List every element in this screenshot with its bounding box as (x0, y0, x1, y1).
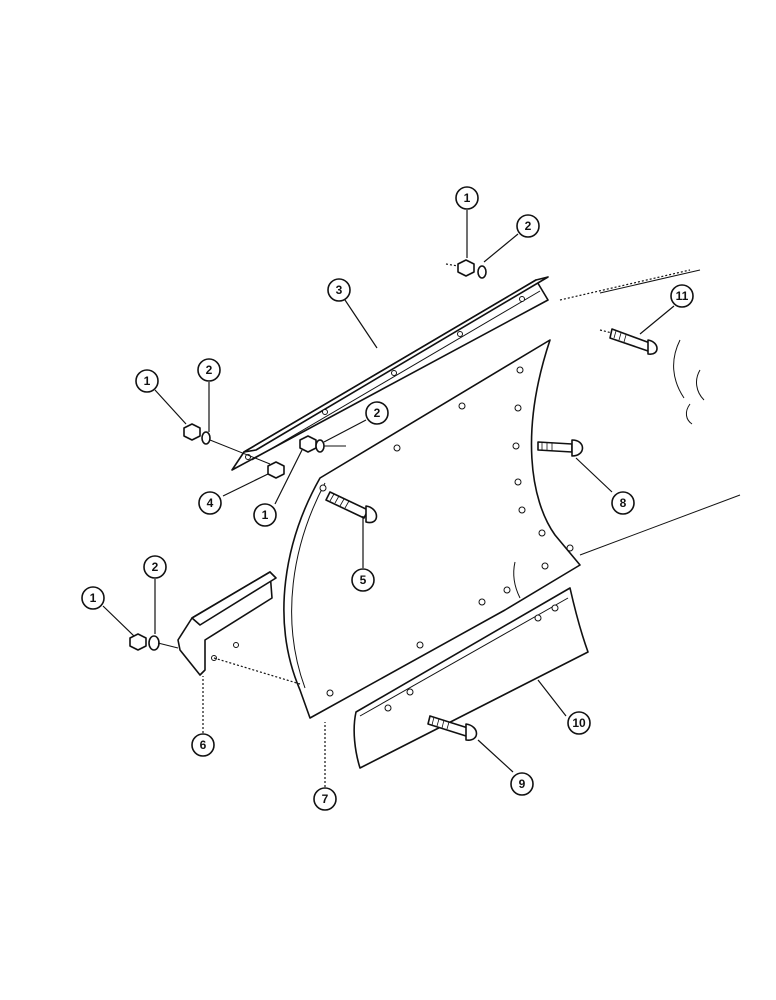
callout-1-lower: 1 (81, 586, 105, 610)
callout-2-left: 2 (197, 358, 221, 382)
nut-washer-mid (299, 435, 346, 453)
callout-8: 8 (611, 491, 635, 515)
bolt-11 (599, 328, 658, 355)
nut-washer-lower (129, 633, 179, 651)
moldboard-body (559, 269, 741, 556)
callout-label: 1 (464, 191, 471, 205)
callout-label: 2 (374, 406, 381, 420)
callout-label: 5 (360, 573, 367, 587)
callout-label: 2 (525, 219, 532, 233)
callout-label: 11 (676, 289, 689, 303)
callout-label: 2 (152, 560, 159, 574)
callout-label: 10 (572, 716, 586, 730)
callout-label: 1 (262, 508, 269, 522)
callout-1-mid: 1 (253, 503, 277, 527)
callout-label: 3 (336, 283, 343, 297)
callout-label: 1 (144, 374, 151, 388)
callout-label: 1 (90, 591, 97, 605)
bolt-5 (325, 491, 378, 524)
callout-3: 3 (327, 278, 351, 302)
callout-label: 6 (200, 738, 207, 752)
nut-washer-top (445, 259, 487, 279)
callout-label: 2 (206, 363, 213, 377)
callout-label: 4 (207, 496, 214, 510)
callout-7: 7 (313, 787, 337, 811)
callout-10: 10 (567, 711, 591, 735)
part-10-edge-bit (353, 587, 589, 769)
callout-1-left: 1 (135, 369, 159, 393)
bolt-8 (537, 439, 584, 457)
callout-2-top: 2 (516, 214, 540, 238)
callout-11: 11 (670, 284, 694, 308)
callout-6: 6 (191, 733, 215, 757)
spacer-4 (267, 461, 285, 479)
callout-1-top: 1 (455, 186, 479, 210)
callout-9: 9 (510, 772, 534, 796)
callout-2-lower: 2 (143, 555, 167, 579)
part-6-lower-angle (177, 571, 301, 685)
callout-5: 5 (351, 568, 375, 592)
callout-label: 9 (519, 777, 526, 791)
bolt-9 (427, 715, 478, 741)
part-7-main-plate (283, 339, 581, 719)
nut-washer-left (183, 423, 271, 465)
part-3-top-angle (231, 276, 549, 471)
callout-label: 8 (620, 496, 627, 510)
callout-2-mid: 2 (365, 401, 389, 425)
callout-4: 4 (198, 491, 222, 515)
leader-lines (102, 210, 675, 787)
callout-label: 7 (322, 792, 329, 806)
